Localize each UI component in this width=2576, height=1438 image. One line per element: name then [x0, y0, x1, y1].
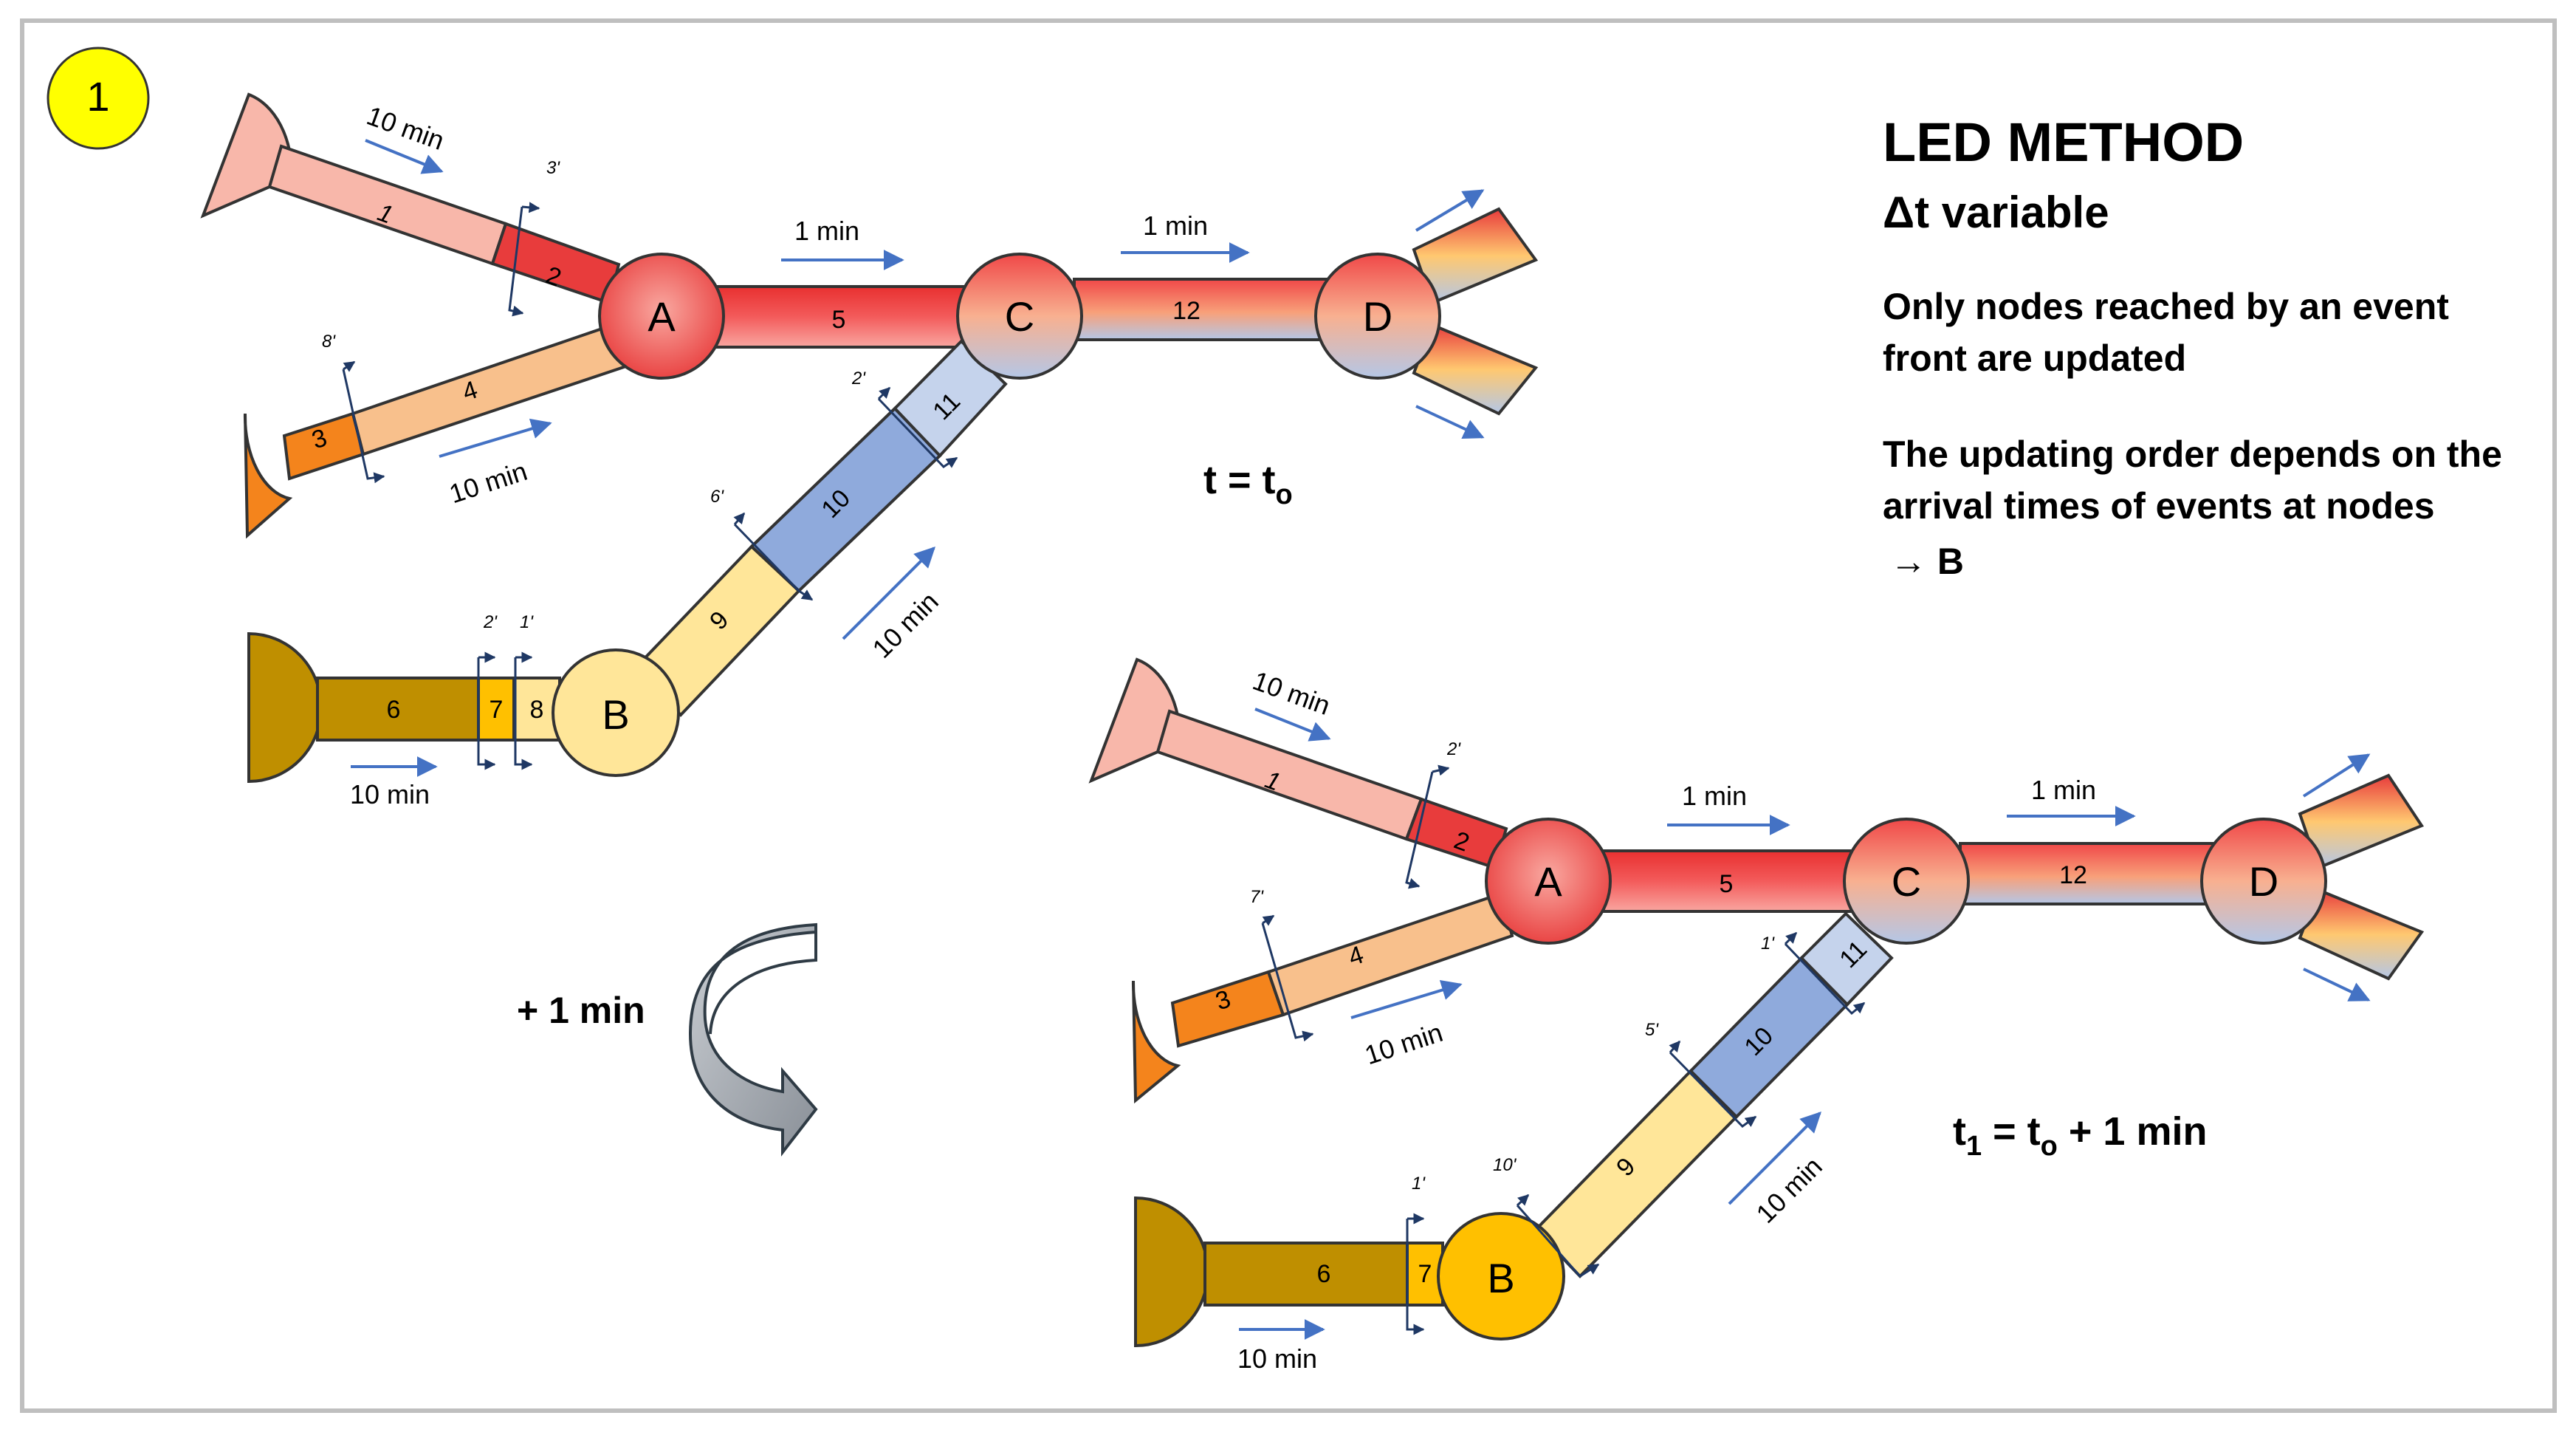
link-6b-label: 6 — [1317, 1260, 1331, 1288]
node-A-b: A — [1485, 818, 1612, 945]
link-4b — [1266, 891, 1514, 1017]
title: LED METHOD — [1883, 112, 2244, 173]
node-C-b-label: C — [1892, 858, 1921, 905]
link-12b — [1959, 842, 2217, 905]
link-6 — [316, 677, 480, 742]
event-mark-2b: 7' — [1250, 887, 1264, 907]
slide-number-badge: 1 — [47, 47, 150, 150]
node-D-label: D — [1363, 293, 1392, 340]
node-D-b-label: D — [2249, 858, 2278, 905]
link-7b-label: 7 — [1418, 1260, 1432, 1288]
node-A-label: A — [648, 293, 676, 340]
state-label-t1: t1 = to + 1 min — [1953, 1109, 2207, 1162]
link-5b-label: 5 — [1720, 870, 1734, 898]
curved-step-arrow-icon — [688, 922, 818, 1157]
link-6-label: 6 — [387, 696, 401, 724]
link-12 — [1073, 278, 1331, 341]
event-mark-4: 1' — [520, 612, 534, 632]
link-12-label: 12 — [1172, 297, 1201, 325]
node-A-b-label: A — [1534, 858, 1562, 905]
travel-time-link6b: 10 min — [1237, 1343, 1317, 1374]
event-mark-3: 2' — [483, 612, 498, 632]
node-C-b: C — [1843, 818, 1970, 945]
event-mark-6b: 1' — [1761, 934, 1775, 953]
node-B: B — [552, 648, 680, 777]
subtitle: Δt variable — [1883, 188, 2109, 237]
event-mark-5: 6' — [710, 487, 724, 507]
node-A: A — [598, 253, 725, 380]
event-mark-1: 3' — [546, 158, 560, 178]
description-line-2: front are updated — [1883, 338, 2186, 379]
node-B-b: B — [1437, 1212, 1565, 1341]
event-mark-1b: 2' — [1446, 739, 1461, 759]
description-line-5: → B — [1890, 541, 1964, 582]
link-7b — [1406, 1242, 1444, 1307]
link-11b — [1799, 911, 1894, 1007]
event-mark-2: 8' — [322, 332, 336, 352]
description-line-3: The updating order depends on the — [1883, 434, 2502, 475]
link-5b — [1596, 849, 1855, 913]
description-line-4: arrival times of events at nodes — [1883, 485, 2435, 527]
event-mark-5b: 10' — [1493, 1155, 1517, 1175]
event-mark-4b: 5' — [1645, 1020, 1659, 1040]
node-C-label: C — [1005, 293, 1034, 340]
link-12b-label: 12 — [2059, 861, 2087, 889]
event-mark-3b: 1' — [1412, 1174, 1426, 1194]
node-D: D — [1314, 253, 1441, 380]
link-5-label: 5 — [832, 306, 846, 334]
link-6b — [1203, 1242, 1409, 1307]
origin-zone-3b — [1131, 980, 1181, 1104]
state-label-t0: t = to — [1203, 458, 1293, 510]
link-11 — [893, 339, 1008, 458]
node-B-label: B — [602, 691, 629, 738]
diagram-t0: A C D B 1 2 3 4 5 6 7 8 9 10 11 12 10 mi… — [200, 92, 1539, 809]
time-step-label: + 1 min — [517, 990, 645, 1031]
node-D-b: D — [2200, 818, 2327, 945]
description-line-1: Only nodes reached by an event — [1883, 286, 2449, 327]
link-8-label: 8 — [530, 696, 544, 724]
link-5 — [709, 285, 969, 349]
origin-zone-3 — [243, 413, 293, 539]
travel-time-link6: 10 min — [350, 779, 430, 809]
node-C: C — [956, 253, 1083, 380]
slide-number: 1 — [86, 73, 109, 120]
travel-time-link12b: 1 min — [2031, 775, 2096, 805]
node-B-b-label: B — [1487, 1255, 1514, 1301]
travel-time-link12: 1 min — [1143, 210, 1208, 241]
travel-time-link5: 1 min — [794, 216, 859, 246]
event-mark-6: 2' — [851, 369, 866, 388]
travel-time-link5b: 1 min — [1682, 781, 1747, 811]
link-7-label: 7 — [490, 696, 504, 724]
